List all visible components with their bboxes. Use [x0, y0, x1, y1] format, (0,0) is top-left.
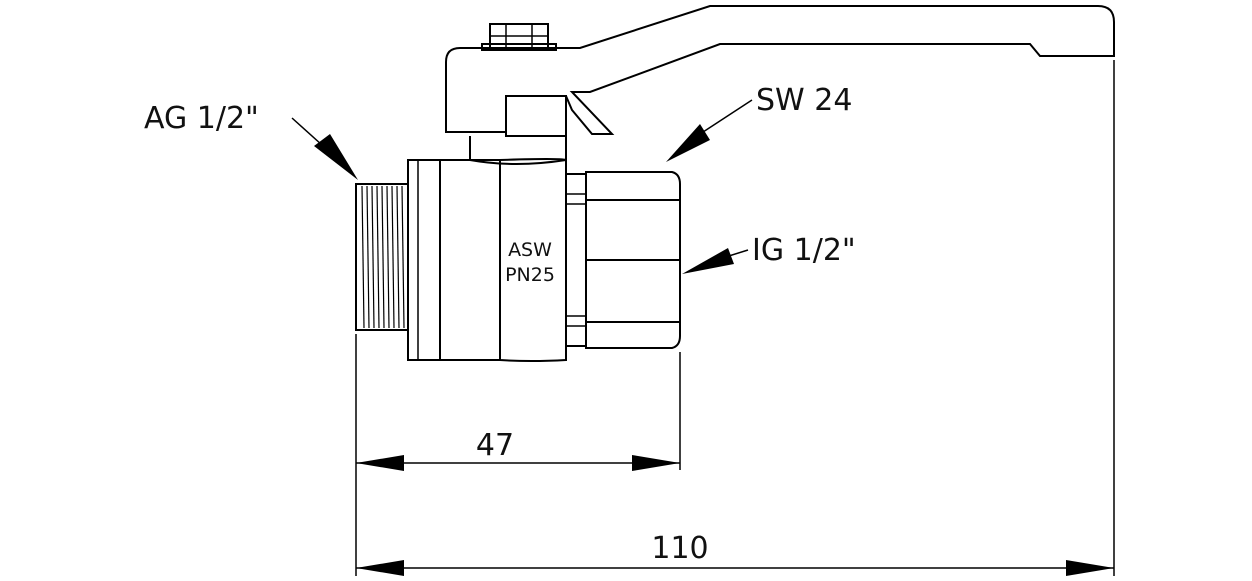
valve-stem — [469, 95, 567, 165]
handle-nut — [481, 23, 557, 51]
extension-lines — [355, 60, 1115, 576]
ig-callout — [682, 248, 749, 274]
lever-handle — [445, 5, 1115, 135]
dimension-110 — [356, 560, 1114, 576]
valve-body — [499, 158, 567, 362]
ig-label: IG 1/2" — [752, 233, 856, 268]
thread-line — [361, 185, 365, 329]
thread-line — [396, 185, 400, 329]
sw-label: SW 24 — [756, 83, 852, 118]
ag-label: AG 1/2" — [144, 101, 259, 136]
hex-nut — [585, 171, 681, 349]
collar-rings — [565, 173, 587, 347]
stamp-line-2: PN25 — [505, 264, 555, 286]
dimension-110-value: 110 — [651, 531, 708, 566]
thread-line — [391, 185, 395, 329]
ag-callout — [291, 117, 358, 180]
thread-line — [386, 185, 390, 329]
thread-line — [381, 185, 385, 329]
dimension-47-value: 47 — [476, 428, 514, 463]
body-flange — [407, 159, 501, 361]
thread-line — [366, 185, 370, 329]
thread-line — [401, 185, 405, 329]
thread-line — [376, 185, 380, 329]
thread-line — [371, 185, 375, 329]
dimension-47 — [356, 455, 680, 471]
male-thread-section — [355, 183, 409, 331]
sw-callout — [666, 99, 753, 162]
stamp-line-1: ASW — [508, 239, 552, 261]
